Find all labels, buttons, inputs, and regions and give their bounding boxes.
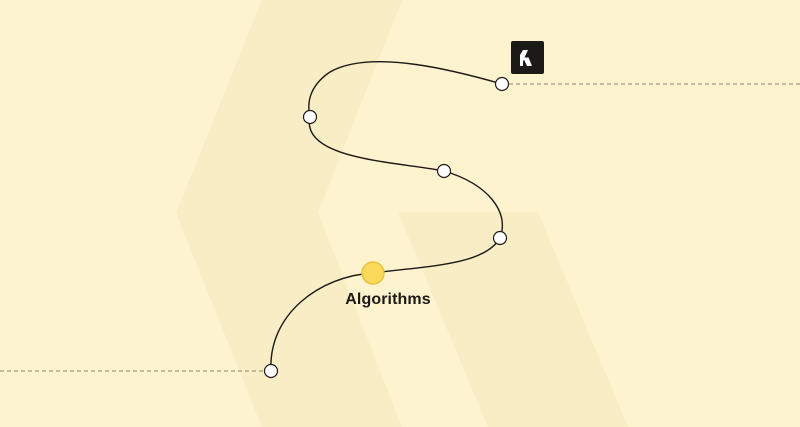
- path-node-2: [302, 109, 318, 125]
- path-node-1: [494, 76, 510, 92]
- s-curve-path: [270, 61, 504, 372]
- brand-logo-icon: [519, 49, 532, 66]
- path-node-4: [492, 230, 508, 246]
- path-node-6: [263, 363, 279, 379]
- algorithms-label: Algorithms: [345, 291, 431, 308]
- path-node-3: [436, 163, 452, 179]
- brand-logo-badge: [511, 41, 544, 74]
- highlight-node-algorithms: [361, 261, 385, 285]
